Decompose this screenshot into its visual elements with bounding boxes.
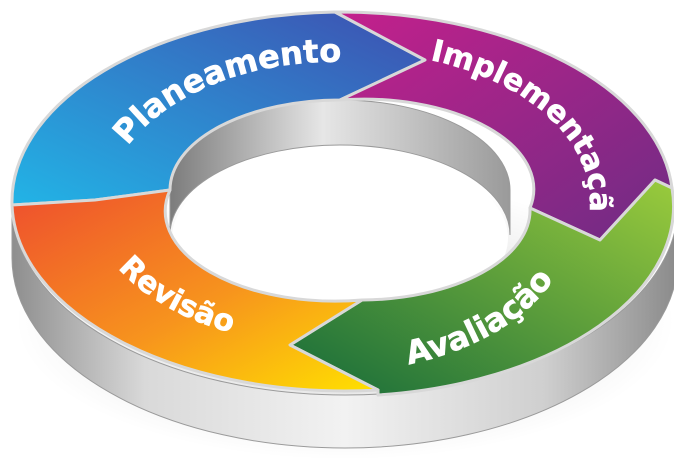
segment-avaliacao — [288, 178, 674, 397]
ring-hole — [172, 150, 508, 326]
segment-planeamento — [10, 10, 427, 207]
segment-revisao — [10, 188, 380, 393]
ring-outer-wall — [11, 204, 674, 449]
